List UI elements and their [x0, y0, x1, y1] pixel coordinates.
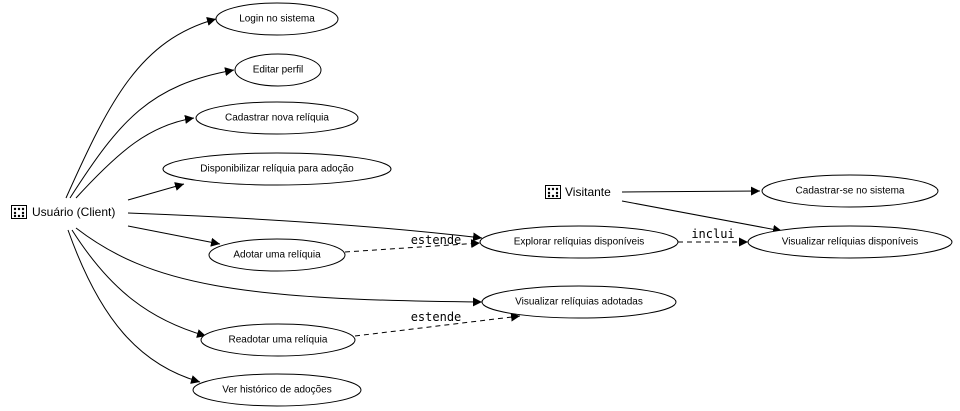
use-case-visualizar-disponiveis-label: Visualizar relíquias disponíveis: [782, 237, 919, 248]
use-case-login[interactable]: Login no sistema: [215, 2, 339, 36]
edge-client-visualizar-adotadas: [75, 227, 483, 307]
use-case-cadastrar-reliquia-label: Cadastrar nova relíquia: [225, 113, 329, 124]
use-case-historico[interactable]: Ver histórico de adoções: [192, 373, 362, 407]
person-icon: [11, 205, 27, 219]
label-estende-1: estende: [411, 233, 462, 247]
label-estende-2: estende: [411, 310, 462, 324]
use-case-visualizar-disponiveis[interactable]: Visualizar relíquias disponíveis: [747, 225, 953, 259]
edge-visitante-visualizar-disponiveis: [621, 200, 783, 234]
client-associations: [65, 17, 483, 384]
use-case-readotar[interactable]: Readotar uma relíquia: [200, 323, 356, 357]
use-case-readotar-label: Readotar uma relíquia: [229, 335, 328, 346]
actor-cliente[interactable]: Usuário (Client): [11, 205, 116, 219]
edge-client-readotar: [71, 229, 207, 338]
label-inclui: inclui: [691, 227, 734, 241]
edge-client-historico: [67, 229, 201, 384]
edge-client-adotar: [127, 225, 221, 247]
edge-adotar-estende-explorar: [344, 239, 481, 253]
use-case-login-label: Login no sistema: [239, 14, 315, 25]
edge-client-explorar: [127, 212, 483, 242]
edge-client-disponibilizar: [127, 182, 185, 201]
edge-readotar-estende-visualizar-adotadas: [354, 312, 521, 337]
edge-client-cadastrar-reliquia: [75, 114, 195, 199]
use-case-adotar[interactable]: Adotar uma relíquia: [208, 238, 346, 272]
use-case-visualizar-adotadas-label: Visualizar relíquias adotadas: [515, 297, 643, 308]
actor-cliente-label: Usuário (Client): [32, 205, 115, 219]
use-case-historico-label: Ver histórico de adoções: [222, 385, 332, 396]
use-case-visualizar-adotadas[interactable]: Visualizar relíquias adotadas: [481, 285, 677, 319]
use-case-explorar[interactable]: Explorar relíquias disponíveis: [479, 225, 679, 259]
use-case-editar-perfil[interactable]: Editar perfil: [234, 53, 322, 87]
use-case-disponibilizar[interactable]: Disponibilizar relíquia para adoção: [162, 152, 392, 186]
edge-visitante-cadastrar-se: [621, 186, 761, 196]
use-case-cadastrar-reliquia[interactable]: Cadastrar nova relíquia: [195, 101, 359, 135]
use-case-explorar-label: Explorar relíquias disponíveis: [514, 237, 645, 248]
use-case-disponibilizar-label: Disponibilizar relíquia para adoção: [200, 164, 354, 175]
dependency-relations: estende estende inclui: [344, 227, 748, 337]
edge-client-login: [65, 17, 217, 199]
use-case-editar-perfil-label: Editar perfil: [253, 65, 304, 76]
person-icon: [545, 185, 561, 199]
actor-visitante-label: Visitante: [565, 185, 611, 199]
use-case-adotar-label: Adotar uma relíquia: [233, 250, 321, 261]
use-case-cadastrar-se-label: Cadastrar-se no sistema: [796, 186, 905, 197]
actor-visitante[interactable]: Visitante: [545, 185, 612, 199]
visitor-associations: [621, 186, 783, 234]
edge-client-editar-perfil: [69, 67, 235, 199]
use-case-cadastrar-se[interactable]: Cadastrar-se no sistema: [761, 174, 939, 208]
